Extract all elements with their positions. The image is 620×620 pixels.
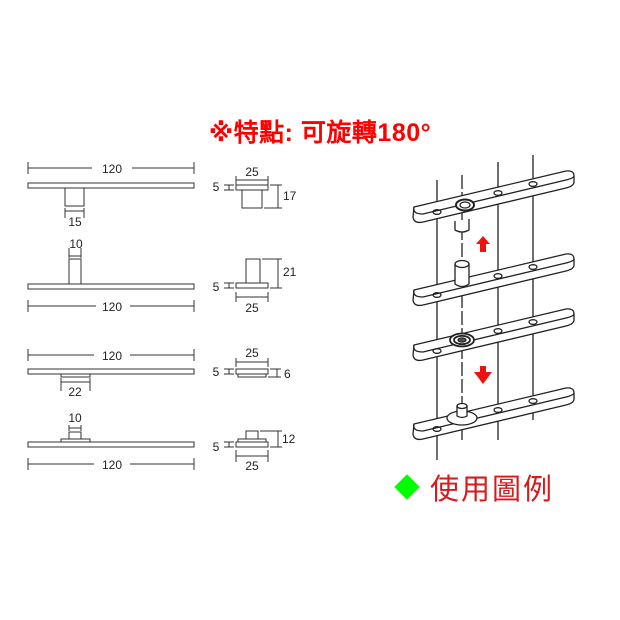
usage-legend: 使用圖例 (394, 466, 555, 508)
end-height-4: 12 (282, 432, 296, 446)
diamond-icon (394, 474, 420, 500)
plate-washer (412, 308, 575, 362)
dim-width-2: 120 (102, 300, 122, 314)
end-height-2: 21 (283, 265, 297, 279)
legend-label: 使用圖例 (430, 472, 555, 506)
end-plate-4: 5 (213, 440, 220, 454)
dim-width-1: 120 (102, 162, 122, 176)
drawing-3-end-view: 25 5 6 (213, 346, 291, 381)
end-height-3: 6 (284, 367, 291, 381)
drawing-1-end-view: 25 5 17 (213, 165, 297, 209)
dim-width-4: 120 (102, 458, 122, 472)
drawing-4-side-view: 10 120 (27, 411, 195, 472)
plate-top-bearing (412, 170, 575, 233)
drawing-3-side-view: 120 22 (27, 348, 195, 399)
drawing-1-side-view: 120 15 (27, 161, 195, 229)
end-width-3: 25 (245, 346, 259, 360)
drawing-4-end-view: 12 5 25 (213, 430, 296, 473)
drawing-2-side-view: 10 120 (27, 237, 195, 314)
end-plate-3: 5 (213, 365, 220, 379)
usage-illustration (412, 155, 575, 460)
dim-pin-3: 22 (68, 385, 82, 399)
end-width-2: 25 (245, 301, 259, 315)
dim-pin-1: 15 (68, 215, 82, 229)
end-height-1: 17 (283, 189, 297, 203)
up-arrow-icon (476, 236, 490, 252)
dim-pin-4: 10 (68, 411, 82, 425)
down-arrow-icon (474, 366, 492, 384)
end-plate-1: 5 (213, 180, 220, 194)
feature-title: ※特點: 可旋轉180° (208, 119, 432, 147)
plate-pin-up (412, 253, 575, 307)
dim-width-3: 120 (102, 349, 122, 363)
end-plate-2: 5 (213, 280, 220, 294)
dim-pin-2: 10 (69, 237, 83, 251)
drawing-2-end-view: 21 5 25 (213, 258, 297, 315)
end-width-4: 25 (245, 459, 259, 473)
plate-pin-washer (412, 387, 575, 441)
end-width-1: 25 (245, 165, 259, 179)
